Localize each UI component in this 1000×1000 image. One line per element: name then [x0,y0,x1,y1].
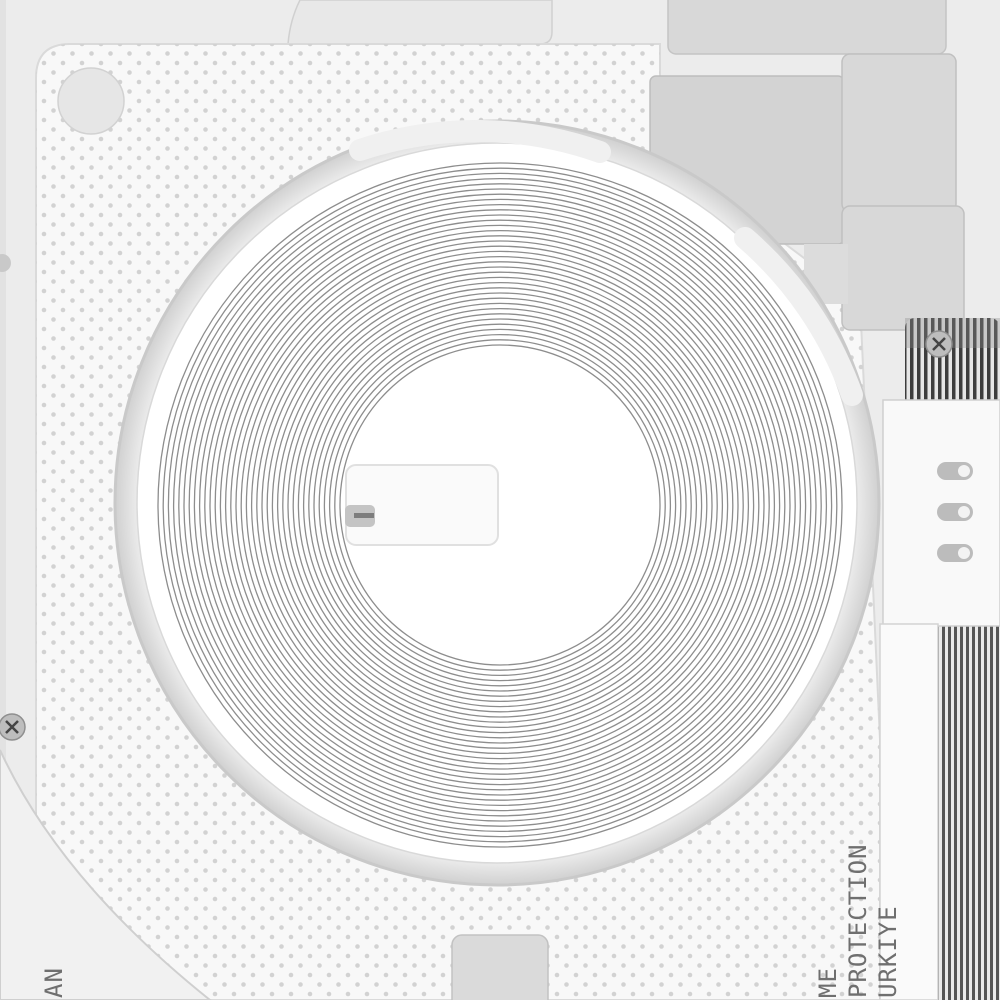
coil-ring [261,266,739,744]
coil-ring [235,240,765,770]
label-line-3: URKIYE [874,905,902,998]
magnet-arc-2 [734,227,863,406]
label-line-1: ME [814,967,842,998]
coil-ring [328,333,672,677]
coil-ring [339,344,661,666]
small-pin [0,254,11,272]
coil-ring [214,219,786,791]
coil-ring [318,323,682,687]
striped-connector-bottom [937,620,1000,1000]
screw-icon [0,713,26,741]
left-edge-strip [0,0,6,1000]
coil-ring [313,318,687,692]
coil-ring [193,198,807,812]
center-chip-line [354,513,374,518]
coil-ring [292,297,708,713]
label-corner: AN [40,967,68,998]
coil-ring [224,229,776,781]
pill-slot-icon [937,462,973,562]
coil-ring [157,162,843,848]
coil-ring [308,313,692,697]
coil-ring [266,271,734,739]
coil-ring [256,261,744,749]
magnet-arc-1 [349,120,611,163]
coil-ring [204,209,796,801]
vertical-label-group: ME PROTECTION URKIYE AN [40,844,902,999]
coil-ring [334,339,666,671]
coil-ring [167,172,833,838]
coil-ring [282,287,718,723]
coil-ring [271,276,729,734]
coil-ring [172,177,828,833]
coil-ring [287,292,713,718]
component-block-2 [841,53,957,213]
coil-ring [245,250,755,760]
induction-coil [157,162,843,848]
coil-ring [240,245,760,765]
label-line-2: PROTECTION [844,844,872,999]
component-block-3 [841,205,965,331]
coil-ring [162,167,838,843]
screw-icon [925,330,953,358]
coil-center [348,353,652,657]
center-chip-pad [345,464,499,546]
coil-ring [302,307,698,703]
coil-ring [297,302,703,708]
top-plate-left [287,0,553,45]
right-card-lower [879,623,939,1000]
coil-ring [209,214,791,796]
mounting-hole [57,67,125,135]
coil-ring [178,183,822,827]
coil-ring [323,328,677,682]
coil-ring [219,224,781,786]
coil-ring [198,203,802,807]
coil-ring [183,188,817,822]
top-plate-right [667,0,947,55]
lower-left-plate [0,749,212,1000]
bottom-tab [451,934,549,1000]
coil-ring [276,281,724,729]
coil-ring [250,255,750,755]
coil-ring [188,193,812,817]
coil-ring [230,235,770,775]
